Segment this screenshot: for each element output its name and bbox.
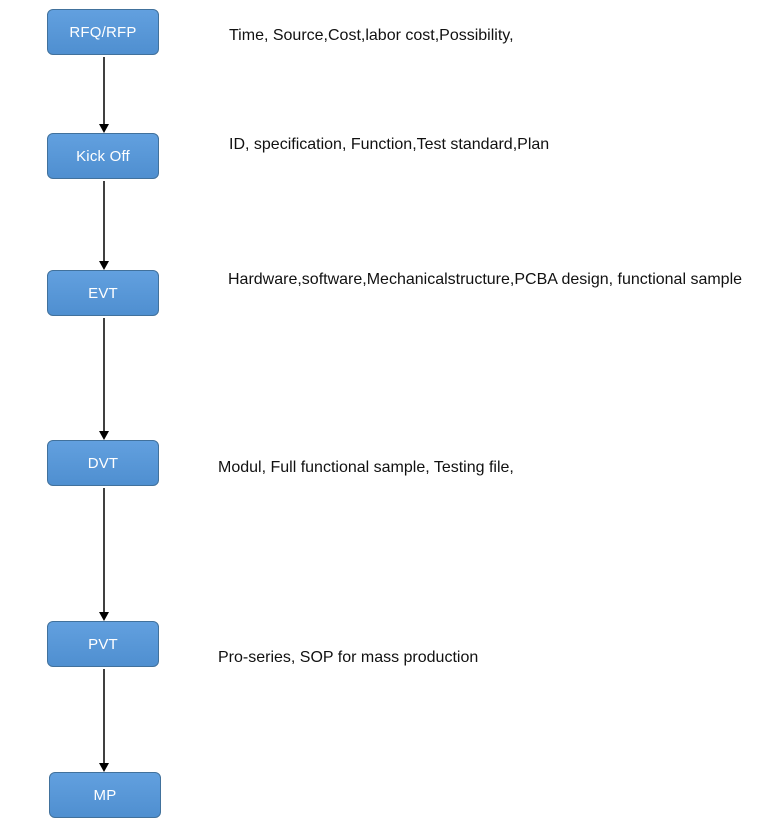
step-box-dvt: DVT <box>47 440 159 486</box>
step-box-kick-off: Kick Off <box>47 133 159 179</box>
step-box-mp: MP <box>49 772 161 818</box>
arrowhead-pvt-to-mp <box>99 763 109 772</box>
step-box-evt: EVT <box>47 270 159 316</box>
arrowhead-kickoff-to-evt <box>99 261 109 270</box>
step-description-kick-off: ID, specification, Function,Test standar… <box>229 136 550 153</box>
step-box-pvt: PVT <box>47 621 159 667</box>
arrowhead-dvt-to-pvt <box>99 612 109 621</box>
step-description-pvt: Pro-series, SOP for mass production <box>218 649 479 666</box>
arrowhead-evt-to-dvt <box>99 431 109 440</box>
step-description-rfq-rfp: Time, Source,Cost,labor cost,Possibility… <box>229 27 514 44</box>
step-description-dvt: Modul, Full functional sample, Testing f… <box>218 459 514 476</box>
arrowhead-rfq-to-kickoff <box>99 124 109 133</box>
step-description-evt: Hardware,software,Mechanicalstructure,PC… <box>228 271 743 288</box>
step-box-rfq-rfp: RFQ/RFP <box>47 9 159 55</box>
